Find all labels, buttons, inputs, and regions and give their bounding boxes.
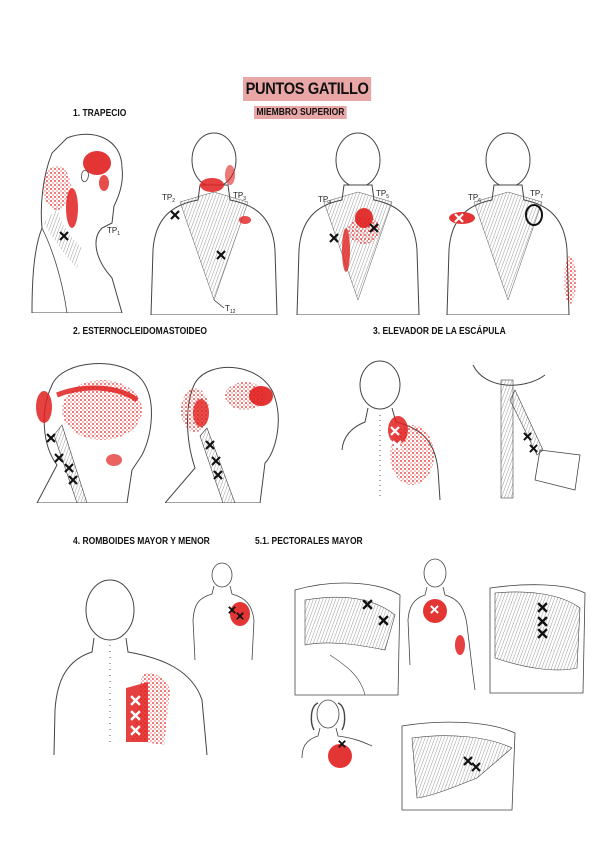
trapecio-side-figure: TP1 [22,128,142,313]
section-esternocleidomastoideo-label: 2. ESTERNOCLEIDOMASTOIDEO [73,326,207,337]
rhomboid-back-figure [52,570,212,755]
levator-spine-figure [465,360,590,500]
trapecio-back-tp2-tp3-figure: TP2 TP3 T12 [150,130,278,315]
section-pectorales-label: 5.1. PECTORALES MAYOR [255,536,363,547]
svg-text:TP6: TP6 [468,193,481,204]
page-subtitle: MIEMBRO SUPERIOR [254,106,347,119]
section-trapecio-label: 1. TRAPECIO [73,108,127,119]
section-romboides-label: 4. ROMBOIDES MAYOR Y MENOR [73,536,210,547]
pectoral-front-small-figure [190,560,265,670]
svg-text:T12: T12 [225,304,236,315]
scm-side-figure [165,358,300,503]
pectoral-female-figure [300,698,375,783]
page-title: PUNTOS GATILLO [243,77,372,101]
section-elevador-escapula-label: 3. ELEVADOR DE LA ESCÁPULA [373,326,506,337]
levator-back-figure [340,360,450,500]
trapecio-back-tp4-tp5-figure: TP4 TP5 [296,130,421,315]
pectoral-muscle-bottom-figure [397,718,519,813]
scm-front-figure [32,355,167,503]
trapecio-back-tp6-tp7-figure: TP6 TP7 [446,130,576,315]
pectoral-muscle-left-figure [290,575,405,700]
page-title-wrap: PUNTOS GATILLO [243,77,392,101]
pectoral-muscle-right-figure [485,578,590,698]
svg-text:TP5: TP5 [376,189,389,200]
svg-text:TP3: TP3 [233,191,246,202]
svg-text:TP7: TP7 [530,189,543,200]
pectoral-front-body-figure [405,555,490,695]
svg-text:TP2: TP2 [162,193,175,204]
tp1-label: TP1 [107,226,120,237]
svg-text:TP4: TP4 [318,195,331,206]
